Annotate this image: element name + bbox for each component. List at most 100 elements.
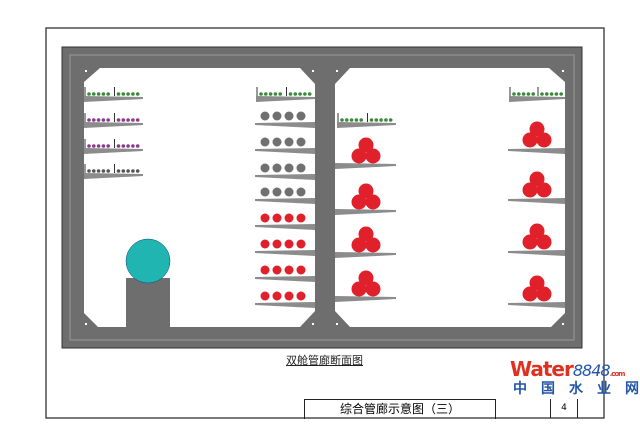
pipe xyxy=(529,275,545,291)
cable xyxy=(126,92,130,96)
pipe xyxy=(260,239,270,249)
cable xyxy=(374,118,379,122)
pipe xyxy=(365,281,381,297)
cable xyxy=(101,118,106,122)
anchor-bolt xyxy=(85,323,87,325)
cable xyxy=(135,118,140,122)
cable-shelf xyxy=(84,148,143,154)
pipe xyxy=(365,194,381,210)
cable xyxy=(303,92,307,96)
cable xyxy=(121,118,126,122)
cable xyxy=(126,144,130,148)
pipe xyxy=(272,163,282,173)
pipe xyxy=(284,163,294,173)
pipe-pedestal xyxy=(126,278,170,327)
section-title: 双舱管廊断面图 xyxy=(286,354,363,367)
anchor-bolt xyxy=(312,70,314,72)
pipe xyxy=(284,187,294,197)
cable xyxy=(559,92,563,96)
pipe xyxy=(272,265,282,275)
cable xyxy=(87,118,91,122)
cable xyxy=(116,118,121,122)
cable xyxy=(268,92,273,96)
pipe xyxy=(351,237,367,253)
anchor-bolt xyxy=(336,323,338,325)
cable xyxy=(369,118,374,122)
cable xyxy=(545,92,549,96)
cable xyxy=(135,144,140,148)
pipe xyxy=(296,137,306,147)
pipe xyxy=(260,213,270,223)
cable xyxy=(298,92,302,96)
pipe xyxy=(260,137,270,147)
cable xyxy=(131,92,135,96)
pipe xyxy=(284,213,294,223)
pipe xyxy=(351,148,367,164)
pipe xyxy=(272,239,282,249)
watermark-site: 中国水业网 xyxy=(513,381,640,397)
pipe xyxy=(351,281,367,297)
cable xyxy=(106,118,110,122)
sheet-number: 4 xyxy=(550,399,578,418)
cable xyxy=(116,169,121,173)
pipe xyxy=(296,239,306,249)
pipe xyxy=(358,137,374,153)
pipe xyxy=(296,187,306,197)
cable xyxy=(106,92,110,96)
cable-shelf xyxy=(256,96,315,102)
cable-shelf xyxy=(255,276,315,282)
cable xyxy=(121,144,126,148)
cable-shelf xyxy=(255,250,315,256)
pipe xyxy=(260,163,270,173)
cable-shelf xyxy=(84,122,143,128)
cable xyxy=(273,92,278,96)
pipe xyxy=(358,226,374,242)
cable xyxy=(92,118,96,122)
cable xyxy=(116,92,121,96)
cable xyxy=(264,92,268,96)
cable xyxy=(92,169,96,173)
cable xyxy=(135,92,140,96)
pipe xyxy=(284,265,294,275)
pipe xyxy=(529,223,545,239)
cable-shelf xyxy=(255,302,315,308)
pipe xyxy=(272,137,282,147)
cable-shelf xyxy=(508,148,565,154)
cable xyxy=(384,118,388,122)
cable xyxy=(554,92,559,96)
cable-shelf xyxy=(255,224,315,230)
cable xyxy=(96,169,101,173)
pipe xyxy=(351,194,367,210)
wall-edge-line xyxy=(69,54,575,341)
pipe xyxy=(272,111,282,121)
cable xyxy=(540,92,544,96)
pipe xyxy=(296,213,306,223)
cable xyxy=(131,169,135,173)
cable-shelf xyxy=(335,252,396,258)
cable-shelf xyxy=(255,148,315,154)
pipe xyxy=(529,171,545,187)
cable xyxy=(293,92,298,96)
cable xyxy=(517,92,521,96)
cable-shelf xyxy=(508,250,565,256)
cable-shelf xyxy=(255,122,315,128)
anchor-bolt xyxy=(336,70,338,72)
haunch xyxy=(84,68,100,82)
cable-shelf xyxy=(255,174,315,180)
anchor-bolt xyxy=(312,323,314,325)
pipe xyxy=(536,234,552,250)
pipe xyxy=(529,121,545,137)
cable xyxy=(388,118,393,122)
pipe xyxy=(358,183,374,199)
cable xyxy=(259,92,263,96)
pipe xyxy=(365,148,381,164)
drawing-title: 综合管廊示意图（三） xyxy=(304,399,496,419)
pipe xyxy=(296,291,306,301)
anchor-bolt xyxy=(562,323,564,325)
cable xyxy=(106,169,110,173)
cable-shelf xyxy=(255,198,315,204)
cable-shelf xyxy=(84,173,143,179)
cable xyxy=(288,92,293,96)
cable xyxy=(87,169,91,173)
